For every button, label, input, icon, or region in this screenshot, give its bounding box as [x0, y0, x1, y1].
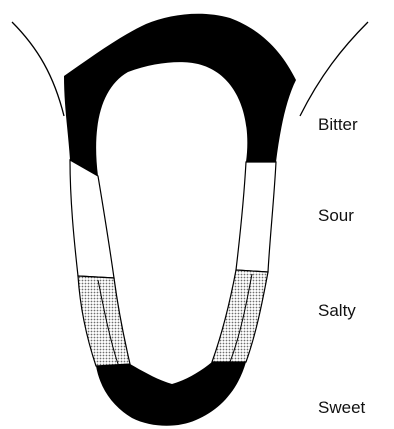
salty-region-left — [78, 276, 130, 366]
sour-region-left — [70, 160, 114, 278]
label-sweet: Sweet — [318, 399, 365, 416]
bitter-region — [64, 14, 296, 176]
label-sour: Sour — [318, 207, 354, 224]
sweet-region — [96, 362, 246, 426]
label-bitter: Bitter — [318, 116, 358, 133]
tongue-outline-left — [12, 22, 64, 116]
salty-region-right — [212, 270, 268, 362]
label-salty: Salty — [318, 302, 356, 319]
sour-region-right — [236, 162, 276, 272]
tongue-outline-right — [300, 22, 368, 116]
